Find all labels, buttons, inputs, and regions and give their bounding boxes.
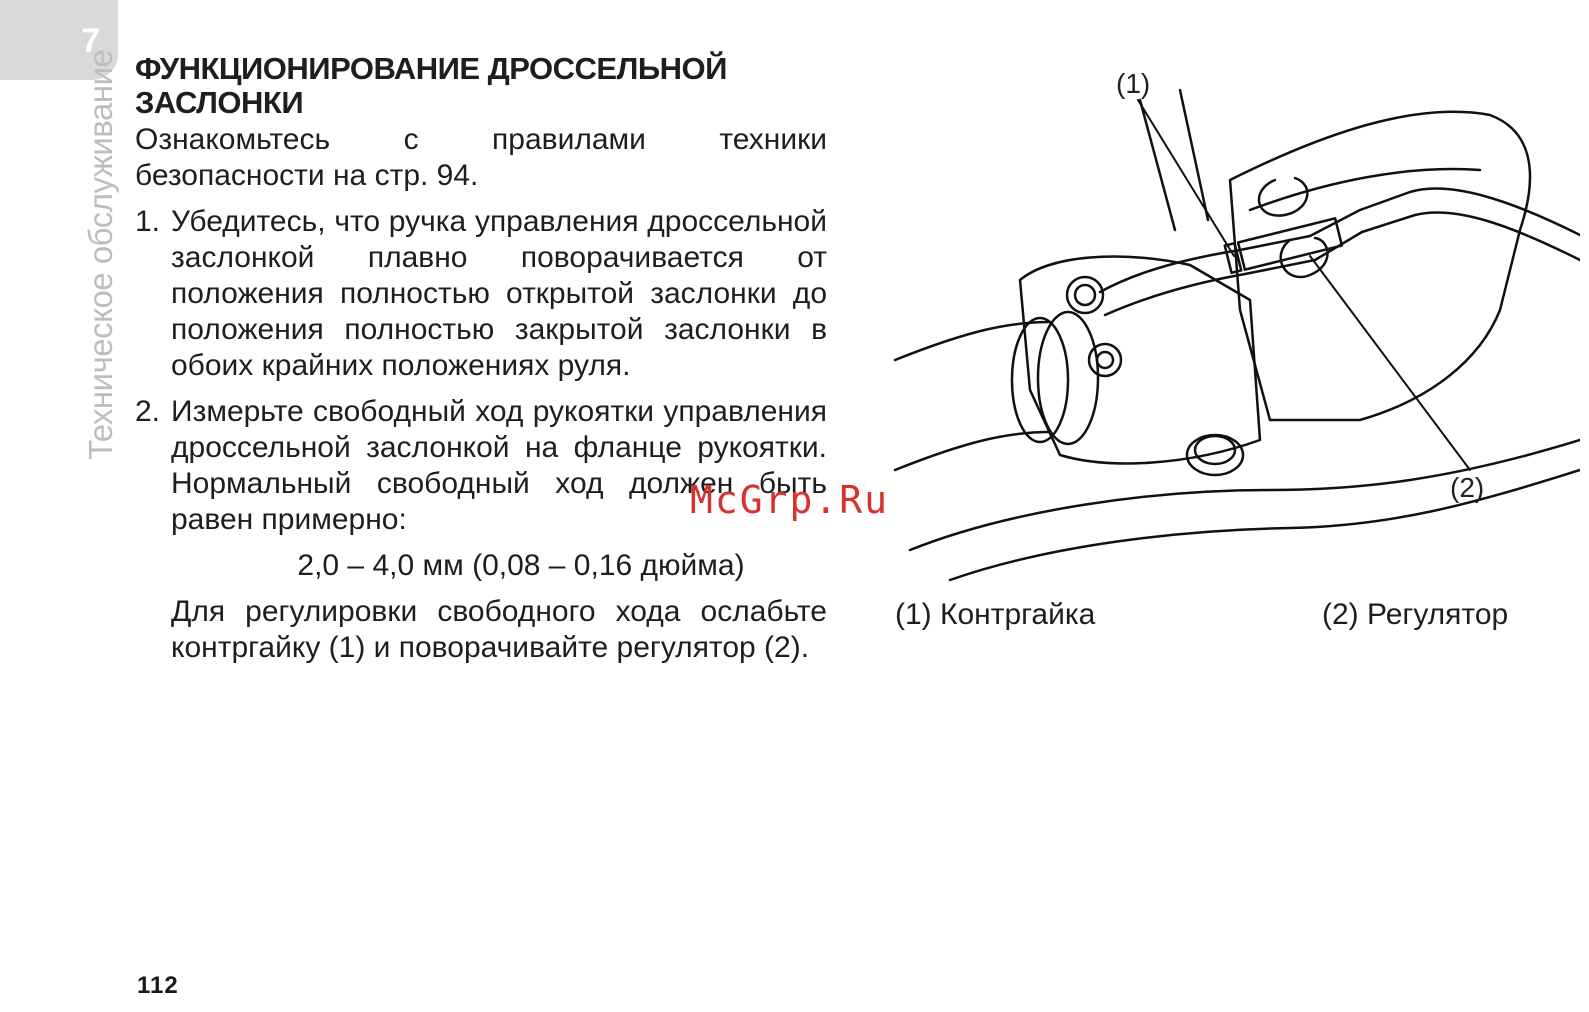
callout-locknut: (1)	[1116, 68, 1151, 99]
chapter-number: 7	[81, 22, 100, 60]
freeplay-spec: 2,0 – 4,0 мм (0,08 – 0,16 дюйма)	[297, 549, 745, 582]
mirror-stem	[1138, 98, 1177, 232]
rotation-arrow-bottom	[1279, 236, 1329, 279]
page-number: 112	[137, 972, 179, 999]
chapter-tab: 7	[0, 0, 118, 80]
adjuster-barrel	[1236, 217, 1344, 271]
watermark: McGrp.Ru	[690, 478, 890, 522]
caption-adjuster: (2) Регулятор	[1322, 598, 1509, 631]
section-side-label: Техническое обслуживание	[82, 49, 119, 460]
rotation-arrow-top	[1257, 176, 1309, 217]
switch-housing	[1018, 255, 1262, 465]
step-number: 1.	[135, 205, 161, 238]
master-cylinder	[1228, 110, 1532, 422]
adjust-paragraph: Для регулировки свободного хода ослабьте…	[171, 595, 827, 664]
main-text: ФУНКЦИОНИРОВАНИЕ ДРОССЕЛЬНОЙ ЗАСЛОНКИ Оз…	[135, 52, 827, 666]
caption-locknut: (1) Контргайка	[895, 598, 1096, 631]
step-number: 2.	[135, 395, 161, 428]
locknut	[1223, 241, 1243, 275]
brake-lever	[908, 438, 1582, 552]
intro-paragraph: Ознакомьтесь с правилами техники безопас…	[135, 123, 827, 192]
callout-adjuster: (2)	[1450, 472, 1485, 503]
throttle-illustration: (1) (2)	[890, 60, 1582, 590]
handlebar-grip	[893, 320, 1052, 362]
step-text: Убедитесь, что ручка управления дроссель…	[171, 205, 827, 382]
step-2: 2. Измерьте свободный ход рукоятки управ…	[135, 394, 827, 538]
step-text: Измерьте свободный ход рукоятки управлен…	[171, 395, 827, 536]
handlebar-drawing	[893, 88, 1582, 582]
step-1: 1. Убедитесь, что ручка управления дросс…	[135, 204, 827, 384]
page-title: ФУНКЦИОНИРОВАНИЕ ДРОССЕЛЬНОЙ ЗАСЛОНКИ	[135, 51, 727, 120]
